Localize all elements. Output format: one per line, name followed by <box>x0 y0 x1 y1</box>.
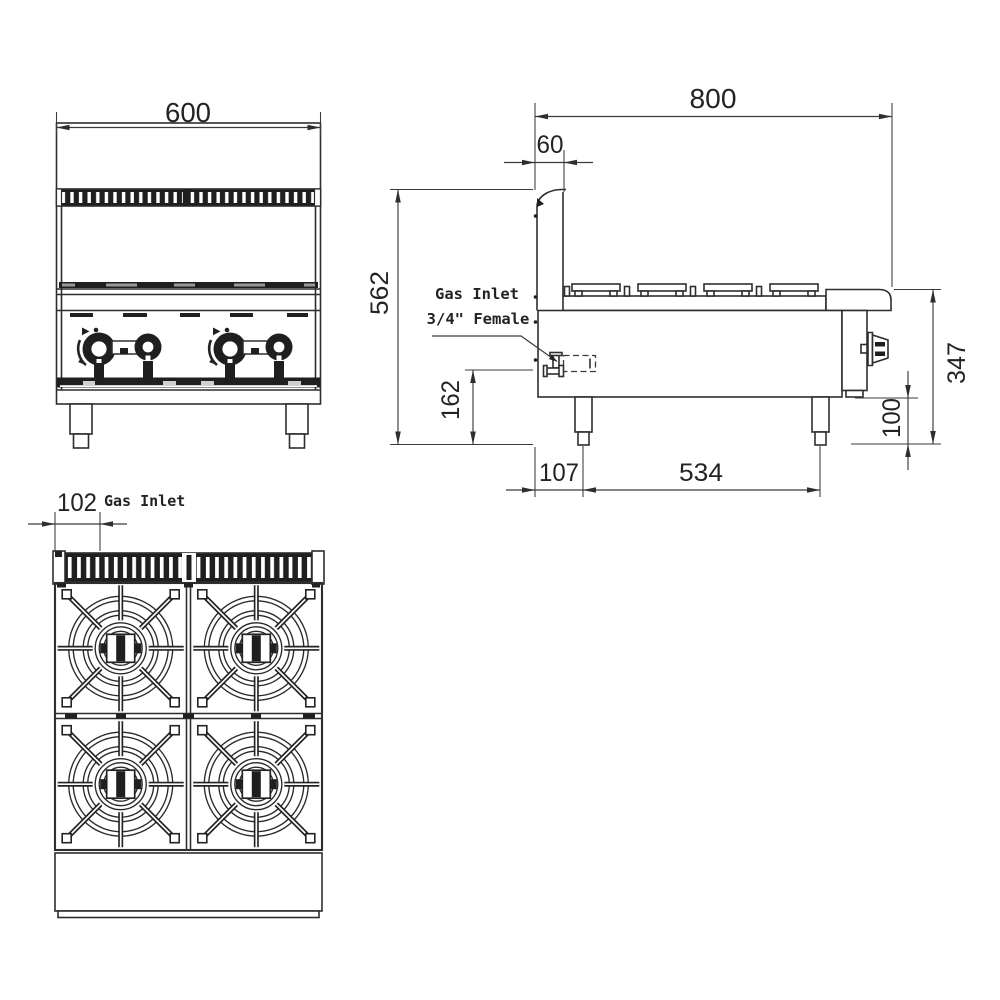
dim-107-text: 107 <box>539 459 579 487</box>
dim-gas-inlet-height: 162 <box>437 369 533 445</box>
front-leg-left <box>69 403 93 449</box>
top-grate-area <box>53 581 324 852</box>
front-vent-grille <box>55 188 322 207</box>
front-leg-right <box>285 403 309 449</box>
dim-347-text: 347 <box>943 342 971 384</box>
dim-side-depth: 800 <box>534 83 893 287</box>
side-front-top-panel <box>825 288 892 312</box>
burner-grate-front-left <box>58 721 184 847</box>
side-body <box>537 309 843 398</box>
side-control-knob <box>860 331 889 367</box>
front-hob-edge <box>56 282 321 312</box>
side-view: Gas Inlet 3/4" Female 800 60 562 162 347 <box>366 83 971 497</box>
top-front-panel <box>54 852 323 919</box>
dim-bottom-offsets: 107 534 <box>506 446 821 497</box>
side-splashback <box>533 188 566 362</box>
side-grate-profile <box>562 283 827 312</box>
dim-60-text: 60 <box>537 131 564 159</box>
dim-overall-height: 562 <box>366 188 533 446</box>
dim-534-text: 534 <box>679 459 723 487</box>
top-vent-grille <box>52 550 325 585</box>
dim-front-width: 600 <box>55 97 322 135</box>
dim-leg-height: 100 <box>855 371 918 470</box>
side-leg-front <box>811 396 830 446</box>
gas-inlet-label-line2: 3/4" Female <box>427 310 530 328</box>
gas-inlet-callout: Gas Inlet 3/4" Female <box>427 285 558 362</box>
top-view: 102 Gas Inlet <box>28 489 325 919</box>
burner-grate-back-left <box>58 585 184 711</box>
dim-600-text: 600 <box>165 97 211 128</box>
burner-grate-front-right <box>193 721 319 847</box>
dim-162-text: 162 <box>437 380 465 420</box>
top-gas-inlet-label: Gas Inlet <box>104 492 185 510</box>
front-view: 600 <box>55 97 322 449</box>
burner-grate-back-right <box>193 585 319 711</box>
dim-splashback-thickness: 60 <box>504 131 593 192</box>
dim-800-text: 800 <box>690 83 737 114</box>
dim-100-text: 100 <box>878 398 906 438</box>
front-control-panel <box>70 313 308 378</box>
gas-inlet-label-line1: Gas Inlet <box>435 285 519 303</box>
dim-gas-inlet-offset: 102 Gas Inlet <box>28 489 185 551</box>
side-leg-back <box>574 396 593 446</box>
dim-562-text: 562 <box>366 271 394 315</box>
dim-body-height: 347 <box>851 288 971 445</box>
dim-102-text: 102 <box>57 489 97 517</box>
front-bottom-rail <box>56 377 321 391</box>
